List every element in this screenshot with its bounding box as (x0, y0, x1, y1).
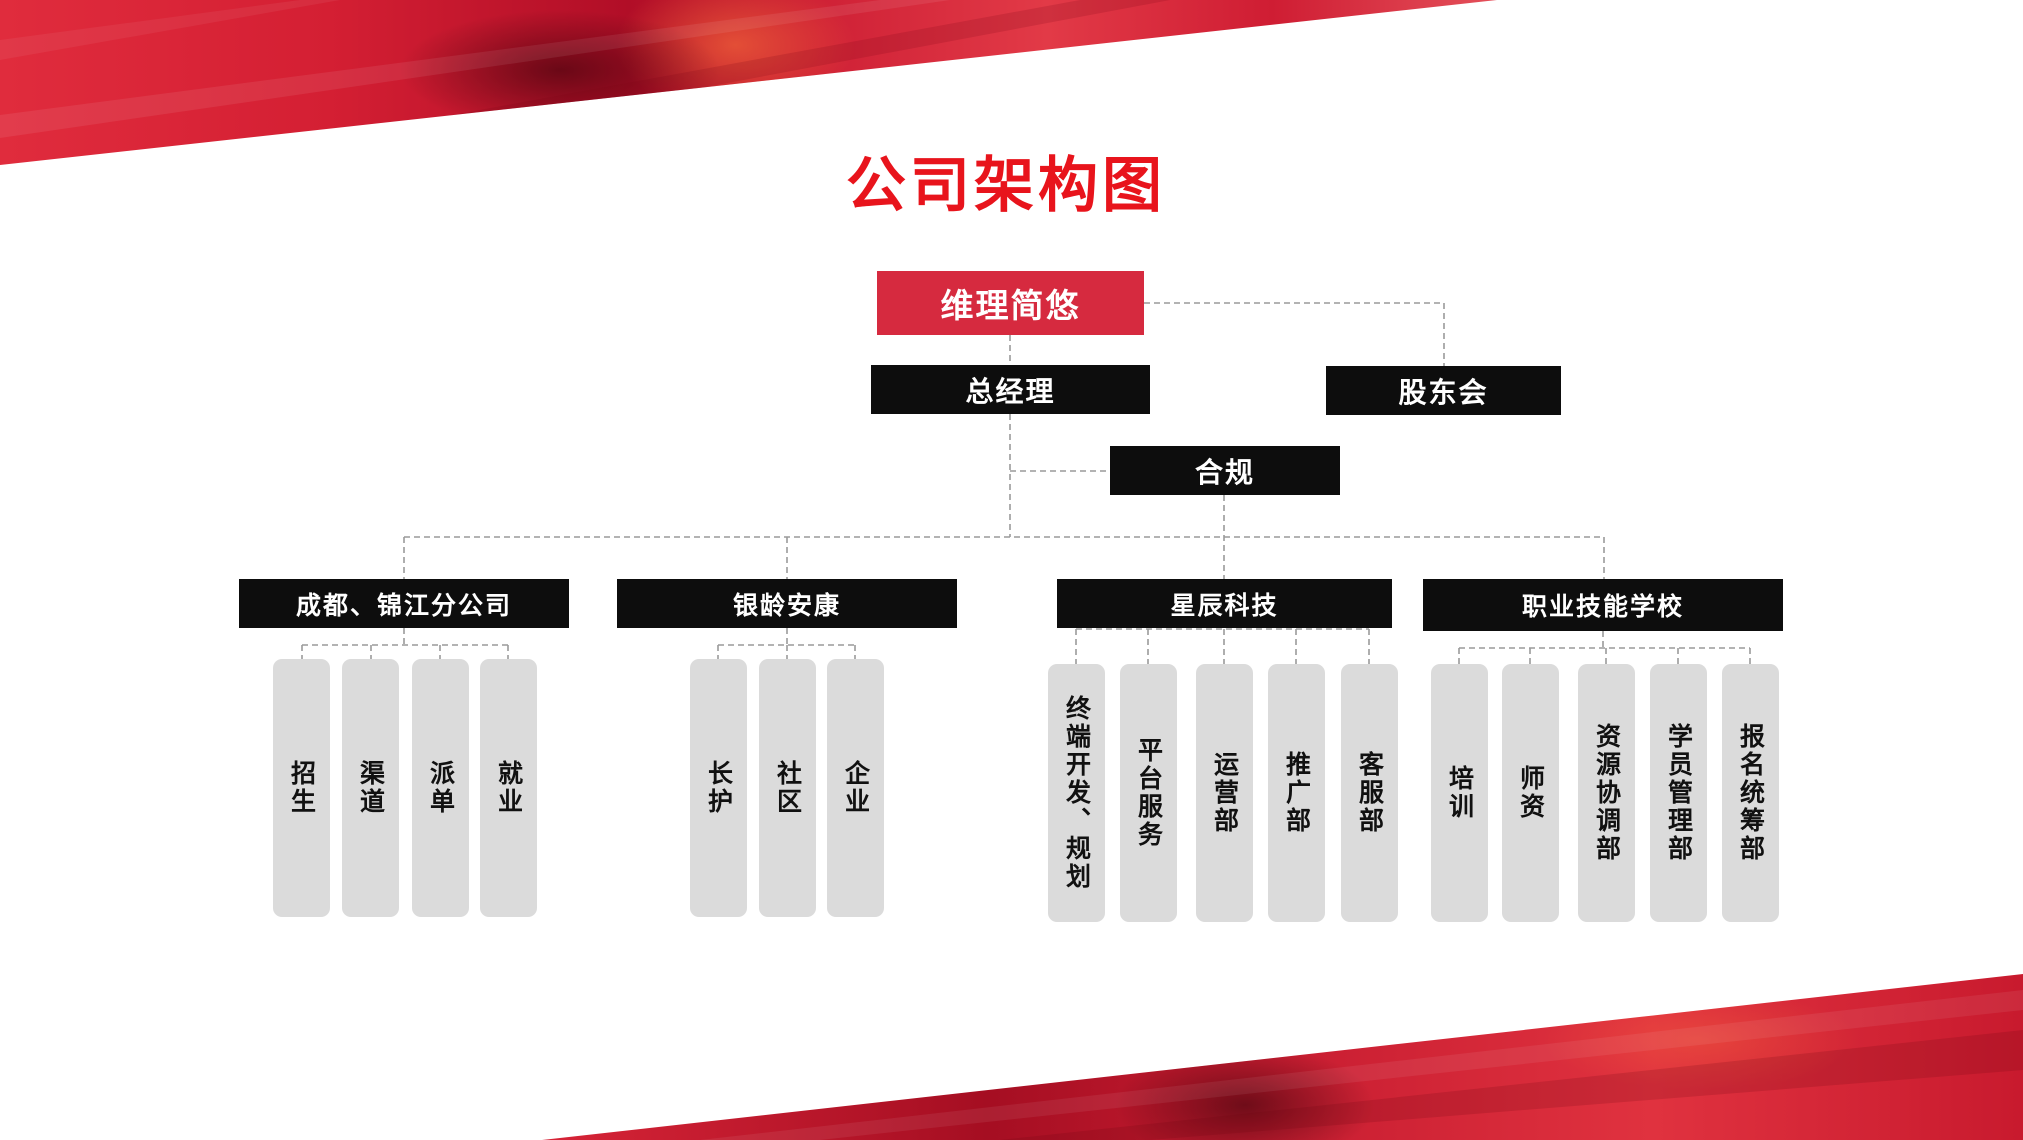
unit-label: 资源协调部 (1592, 723, 1622, 863)
unit-box: 推广部 (1268, 664, 1325, 922)
unit-label: 师资 (1516, 765, 1546, 821)
unit-box: 资源协调部 (1578, 664, 1635, 922)
unit-label: 渠道 (356, 760, 386, 816)
unit-box: 运营部 (1196, 664, 1253, 922)
unit-label: 企业 (841, 760, 871, 816)
unit-box: 就业 (480, 659, 537, 917)
division-node-school: 职业技能学校 (1423, 579, 1783, 631)
compliance-node: 合规 (1110, 446, 1340, 495)
shareholders-node: 股东会 (1326, 366, 1561, 415)
unit-label: 运营部 (1210, 751, 1240, 835)
unit-box: 社区 (759, 659, 816, 917)
unit-box: 渠道 (342, 659, 399, 917)
connector-root-to-shareholders (1144, 302, 1445, 366)
general-manager-node: 总经理 (871, 365, 1150, 414)
division-node-chengdu: 成都、锦江分公司 (239, 579, 569, 628)
unit-box: 平台服务 (1120, 664, 1177, 922)
unit-box: 培训 (1431, 664, 1488, 922)
division-node-xingchen: 星辰科技 (1057, 579, 1392, 628)
chart-title: 公司架构图 (846, 151, 1166, 221)
unit-label: 培训 (1445, 765, 1475, 821)
unit-label: 推广部 (1282, 751, 1312, 835)
unit-box: 企业 (827, 659, 884, 917)
unit-box: 终端开发、规划 (1048, 664, 1105, 922)
unit-label: 终端开发、规划 (1062, 695, 1092, 891)
root-node: 维理简悠 (877, 271, 1144, 335)
division-label: 星辰科技 (1170, 590, 1279, 620)
unit-label: 派单 (426, 760, 456, 816)
unit-box: 长护 (690, 659, 747, 917)
division-label: 职业技能学校 (1521, 592, 1684, 621)
division-node-yinling: 银龄安康 (617, 579, 957, 628)
shareholders-label: 股东会 (1398, 375, 1489, 409)
unit-box: 招生 (273, 659, 330, 917)
unit-label: 社区 (773, 760, 803, 816)
root-node-label: 维理简悠 (940, 286, 1081, 325)
unit-label: 招生 (287, 760, 317, 816)
unit-label: 客服部 (1355, 751, 1385, 835)
unit-box: 客服部 (1341, 664, 1398, 922)
unit-label: 报名统筹部 (1736, 723, 1766, 863)
unit-box: 师资 (1502, 664, 1559, 922)
unit-box: 派单 (412, 659, 469, 917)
unit-label: 就业 (494, 760, 524, 816)
unit-box: 学员管理部 (1650, 664, 1707, 922)
unit-label: 长护 (704, 760, 734, 816)
division-label: 银龄安康 (732, 590, 841, 620)
compliance-label: 合规 (1194, 455, 1255, 489)
general-manager-label: 总经理 (965, 374, 1056, 408)
division-label: 成都、锦江分公司 (295, 590, 512, 620)
unit-box: 报名统筹部 (1722, 664, 1779, 922)
unit-label: 平台服务 (1134, 737, 1164, 849)
unit-label: 学员管理部 (1664, 723, 1694, 863)
